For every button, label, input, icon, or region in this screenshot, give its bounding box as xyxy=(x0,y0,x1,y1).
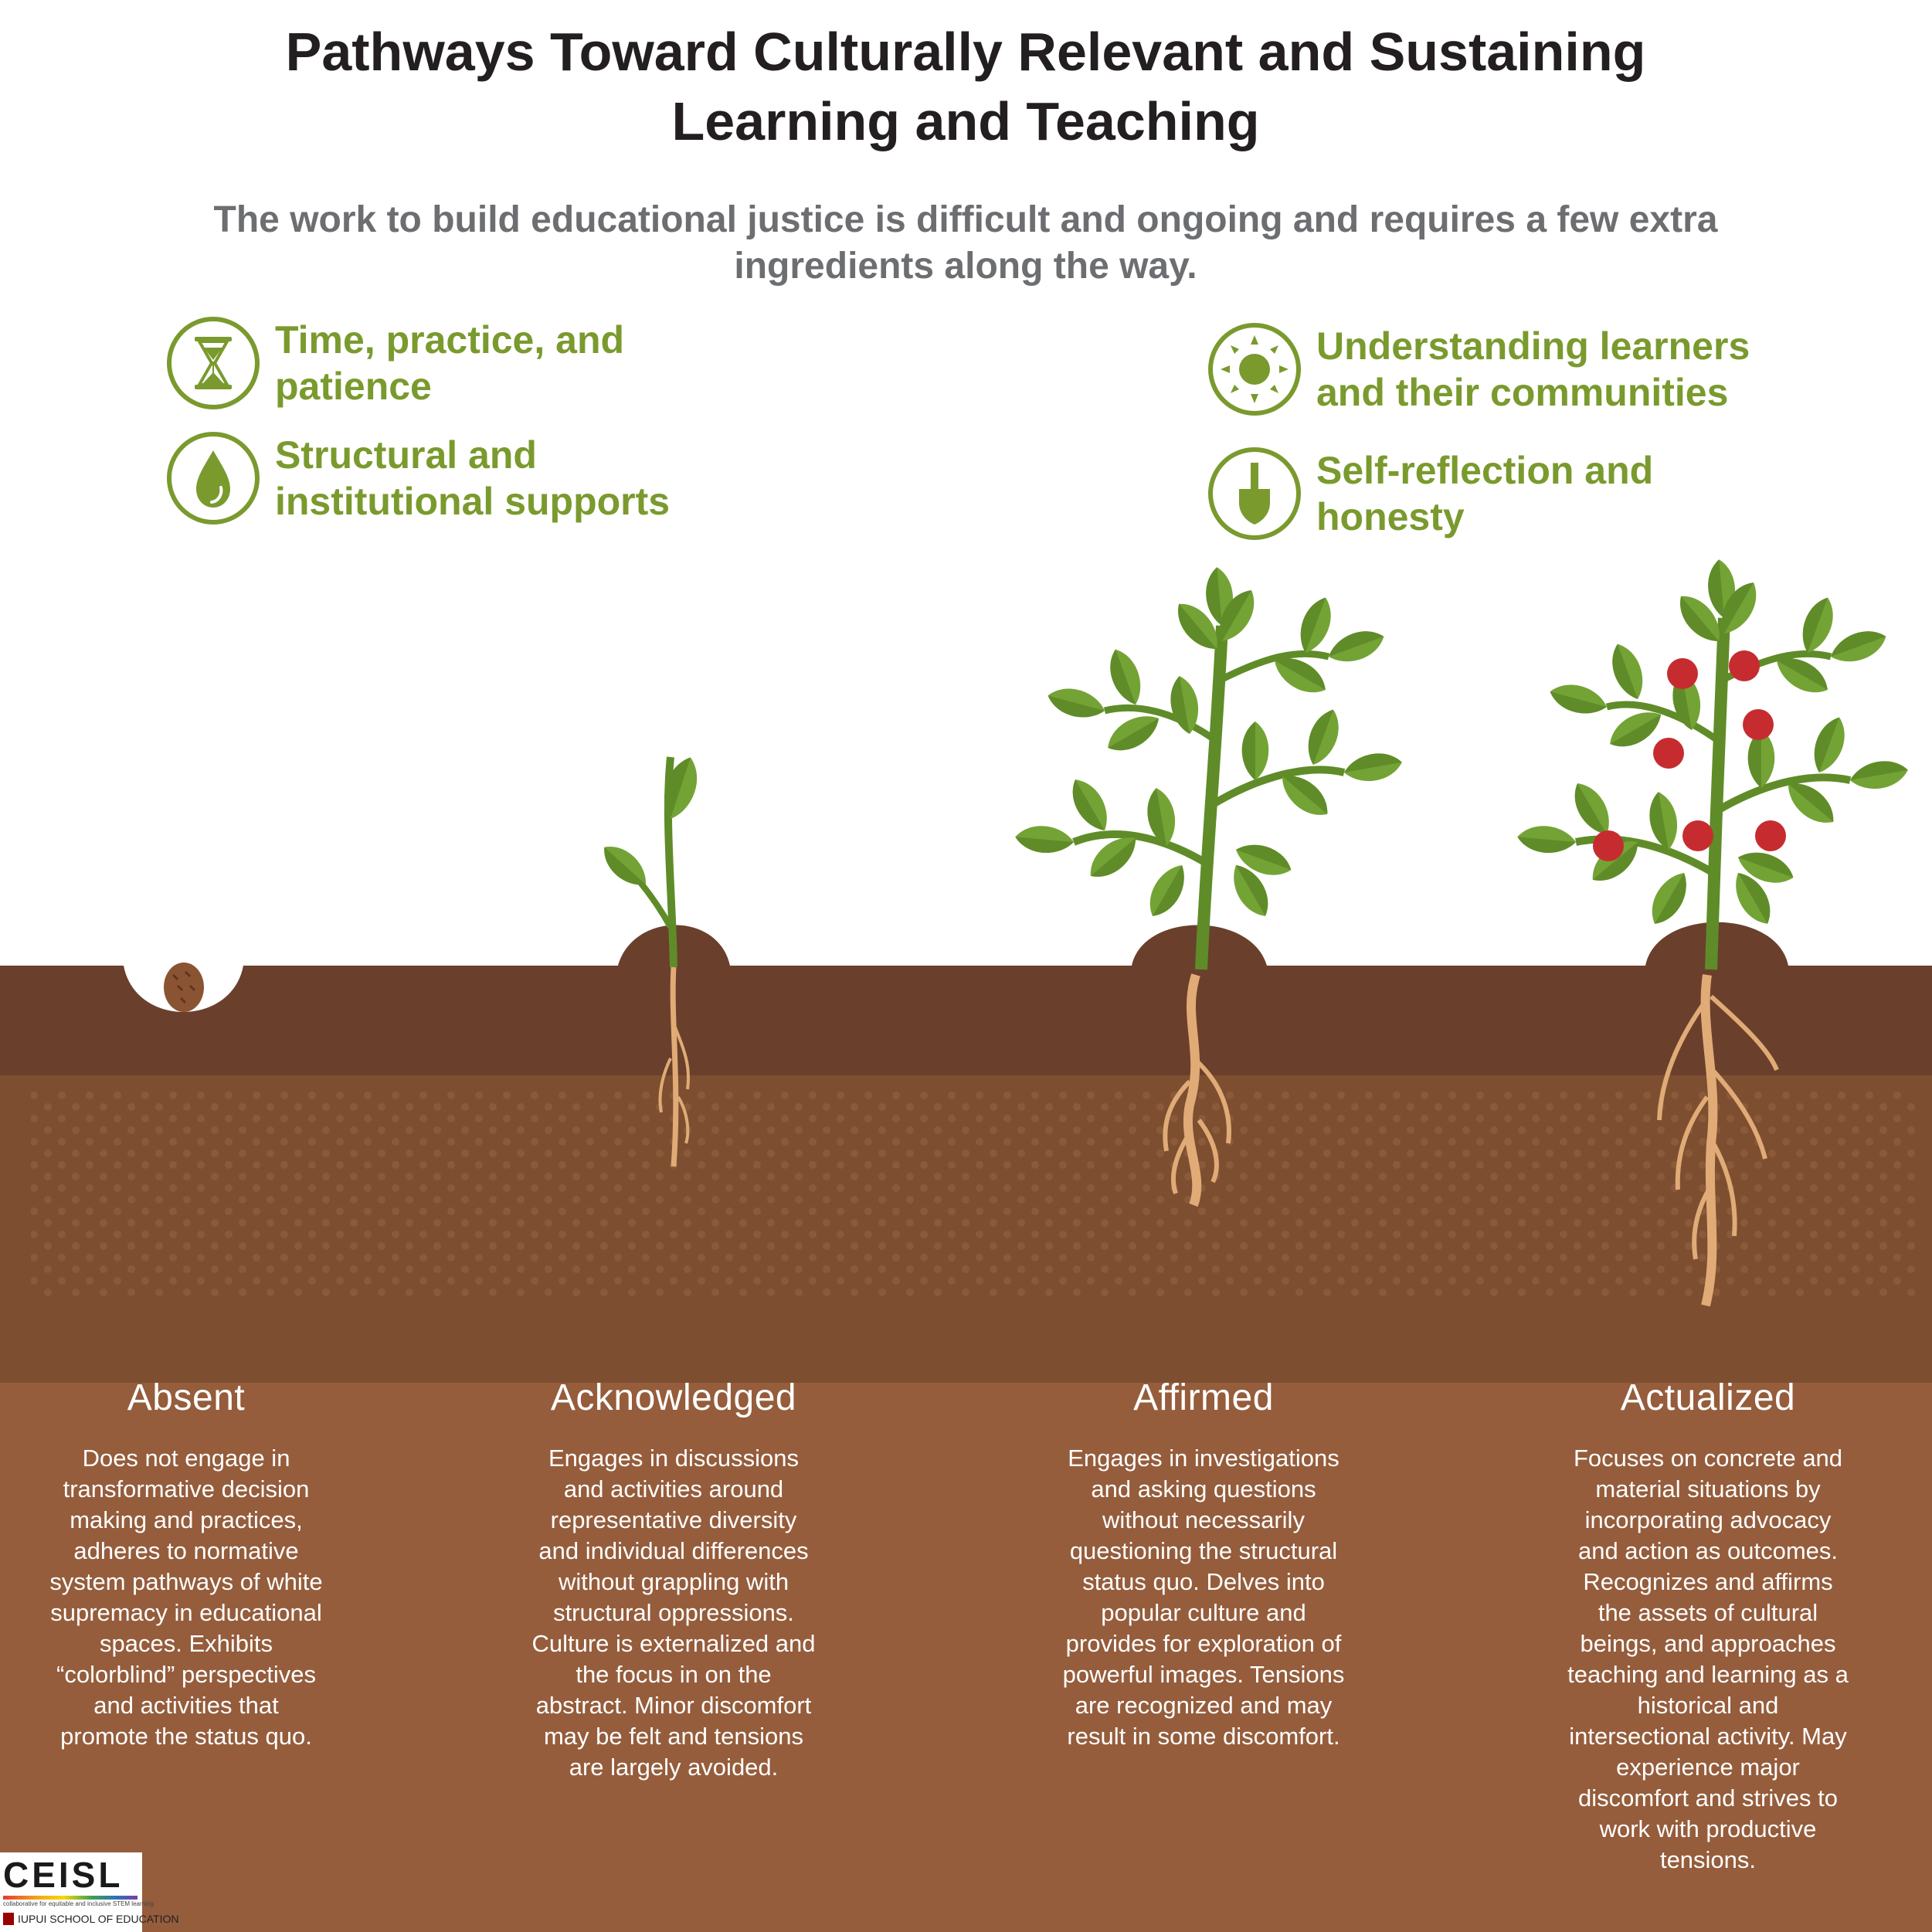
seed-illustration xyxy=(164,963,204,1012)
shovel-icon xyxy=(1208,447,1301,540)
ingredient-label-line-2: patience xyxy=(275,365,432,408)
ingredient-understanding-learners: Understanding learners and their communi… xyxy=(1207,321,1750,417)
subsoil-texture xyxy=(31,1089,1916,1298)
ingredient-label-line-2: honesty xyxy=(1316,495,1465,538)
subtitle-line-2: ingredients along the way. xyxy=(734,246,1197,287)
ingredient-self-reflection: Self-reflection and honesty xyxy=(1207,446,1653,542)
ceisl-logo: CEISL collaborative for equitable and in… xyxy=(0,1852,178,1932)
fruit-berries xyxy=(1593,650,1786,861)
page-subtitle: The work to build educational justice is… xyxy=(154,197,1777,290)
page-title: Pathways Toward Culturally Relevant and … xyxy=(116,17,1815,156)
ingredient-label-line-1: Structural and xyxy=(275,433,537,477)
logo-school: IUPUI SCHOOL OF EDUCATION xyxy=(3,1913,178,1925)
stage-description: Engages in discussions and activities ar… xyxy=(531,1445,816,1781)
logo-brand: CEISL xyxy=(3,1855,124,1895)
stage-description: Does not engage in transformative decisi… xyxy=(49,1445,323,1750)
hourglass-icon xyxy=(167,317,260,409)
ingredient-label-line-1: Self-reflection and xyxy=(1316,449,1654,492)
stage-title: Absent xyxy=(127,1377,246,1418)
logo-color-bar xyxy=(3,1896,138,1900)
ingredient-time-practice-patience: Time, practice, and patience xyxy=(165,315,624,411)
logo-school-name: IUPUI SCHOOL OF EDUCATION xyxy=(18,1913,179,1925)
ingredient-label: Understanding learners and their communi… xyxy=(1316,323,1750,416)
ingredient-label-line-2: and their communities xyxy=(1316,371,1729,414)
title-line-2: Learning and Teaching xyxy=(671,91,1260,151)
water-drop-icon xyxy=(167,432,260,525)
logo-tagline: collaborative for equitable and inclusiv… xyxy=(3,1900,154,1907)
trident-icon xyxy=(3,1913,14,1925)
sprout-illustration xyxy=(596,752,705,1167)
title-line-1: Pathways Toward Culturally Relevant and … xyxy=(285,22,1646,82)
sun-icon xyxy=(1208,323,1301,416)
ingredient-label: Time, practice, and patience xyxy=(275,317,624,409)
stage-absent: Absent Does not engage in transformative… xyxy=(0,1375,387,1752)
topsoil-layer xyxy=(0,922,1932,1075)
fruit-tree-illustration xyxy=(1516,558,1910,1307)
tree-illustration xyxy=(1014,565,1404,1207)
stage-title: Actualized xyxy=(1620,1377,1796,1418)
ingredient-label-line-2: institutional supports xyxy=(275,480,671,523)
stage-title: Affirmed xyxy=(1133,1377,1274,1418)
ingredient-structural-supports: Structural and institutional supports xyxy=(165,430,670,526)
stage-actualized: Actualized Focuses on concrete and mater… xyxy=(1507,1375,1909,1876)
stage-description: Engages in investigations and asking que… xyxy=(1062,1445,1345,1750)
subtitle-line-1: The work to build educational justice is… xyxy=(213,199,1718,240)
ingredient-label-line-1: Understanding learners xyxy=(1316,324,1750,368)
stage-acknowledged: Acknowledged Engages in discussions and … xyxy=(473,1375,874,1783)
stage-title: Acknowledged xyxy=(550,1377,797,1418)
ingredient-label: Self-reflection and honesty xyxy=(1316,447,1653,540)
stage-description: Focuses on concrete and material situati… xyxy=(1567,1445,1849,1873)
ingredient-label: Structural and institutional supports xyxy=(275,432,670,525)
ingredient-label-line-1: Time, practice, and xyxy=(275,318,625,362)
stage-affirmed: Affirmed Engages in investigations and a… xyxy=(1003,1375,1404,1752)
footer-soil xyxy=(0,1383,1932,1932)
